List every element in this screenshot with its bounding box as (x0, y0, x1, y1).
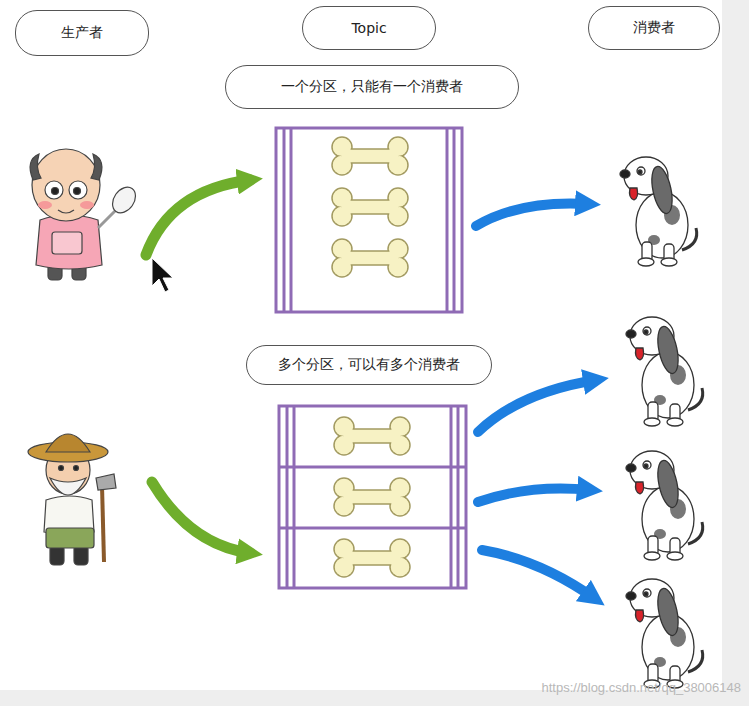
label-text: 消费者 (633, 19, 675, 37)
caption-pill: 多个分区，可以有多个消费者 (246, 345, 492, 385)
label-text: 生产者 (61, 24, 103, 42)
label-text: Topic (351, 20, 386, 36)
header-label: 生产者 (15, 10, 149, 56)
label-text: 多个分区，可以有多个消费者 (278, 356, 460, 374)
header-label: Topic (302, 6, 436, 50)
label-text: 一个分区，只能有一个消费者 (281, 78, 463, 96)
header-label: 消费者 (588, 6, 720, 50)
caption-pill: 一个分区，只能有一个消费者 (225, 65, 519, 109)
watermark: https://blog.csdn.net/qq_38006148 (542, 680, 742, 695)
